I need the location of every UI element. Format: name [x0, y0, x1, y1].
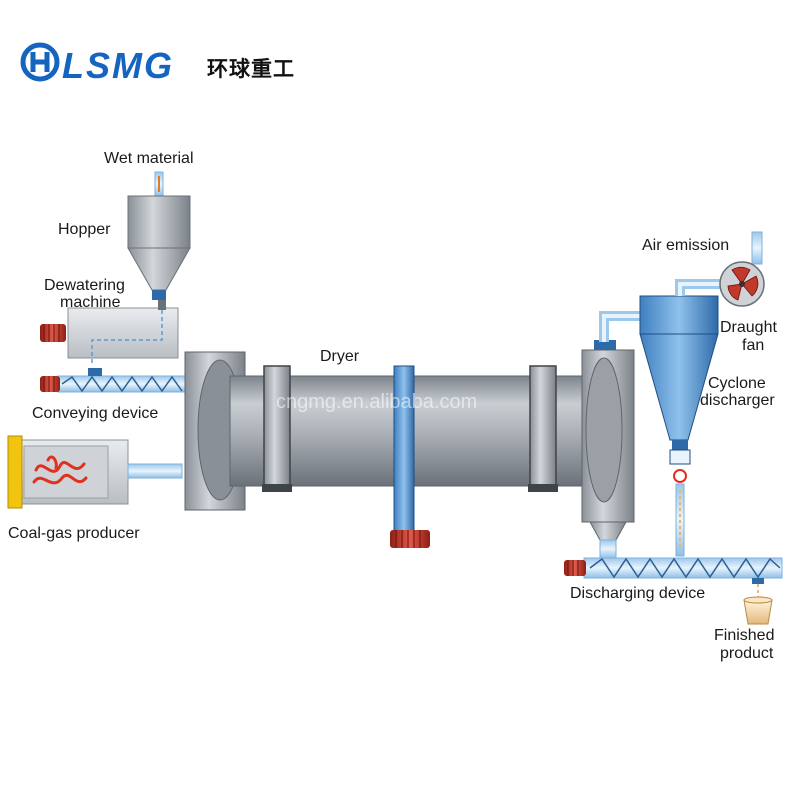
motor-icon [40, 324, 66, 342]
screw-conveyor-icon [61, 375, 183, 393]
label-coal-gas-producer: Coal-gas producer [8, 525, 140, 542]
brand-logo: LSMG 环球重工 [20, 42, 295, 86]
draught-fan [719, 231, 765, 307]
screw-conveyor-icon [589, 557, 781, 579]
dryer [184, 340, 635, 559]
watermark: cngmg.en.alibaba.com [276, 391, 477, 413]
label-finished-line1: Finished [714, 627, 774, 644]
labels: Wet material Hopper Dewatering machine C… [8, 150, 777, 662]
label-draught-line1: Draught [720, 319, 777, 336]
label-air-emission: Air emission [642, 237, 729, 254]
logo-wordmark: LSMG [62, 45, 174, 86]
label-hopper: Hopper [58, 221, 111, 238]
label-dewatering-line2: machine [60, 294, 121, 311]
discharging-device [564, 557, 783, 600]
label-finished-line2: product [720, 645, 774, 662]
motor-icon [564, 560, 586, 576]
dewatering-machine [40, 300, 179, 366]
label-cyclone-line1: Cyclone [708, 375, 766, 392]
label-discharging-device: Discharging device [570, 585, 705, 602]
conveying-device [40, 368, 187, 393]
label-conveying-device: Conveying device [32, 405, 158, 422]
cyclone-icon [639, 295, 719, 557]
fan-icon [727, 266, 759, 301]
label-draught-line2: fan [742, 337, 764, 354]
label-dryer: Dryer [320, 348, 360, 365]
motor-icon [390, 530, 430, 548]
label-dewatering-line1: Dewatering [44, 277, 125, 294]
product-cup-icon [743, 596, 773, 625]
logo-h-letter-icon [30, 52, 50, 72]
flame-icon [32, 455, 88, 485]
coal-gas-producer [7, 435, 183, 509]
logo-h-circle-icon [20, 42, 60, 82]
duct-to-fan [675, 279, 724, 296]
label-cyclone-line2: discharger [700, 392, 775, 409]
wet-material-inlet [154, 171, 164, 197]
brand-chinese-name: 环球重工 [207, 57, 295, 81]
duct-to-cyclone [599, 311, 644, 342]
hopper-icon [127, 195, 191, 300]
motor-icon [40, 376, 60, 392]
label-wet-material: Wet material [104, 150, 194, 167]
